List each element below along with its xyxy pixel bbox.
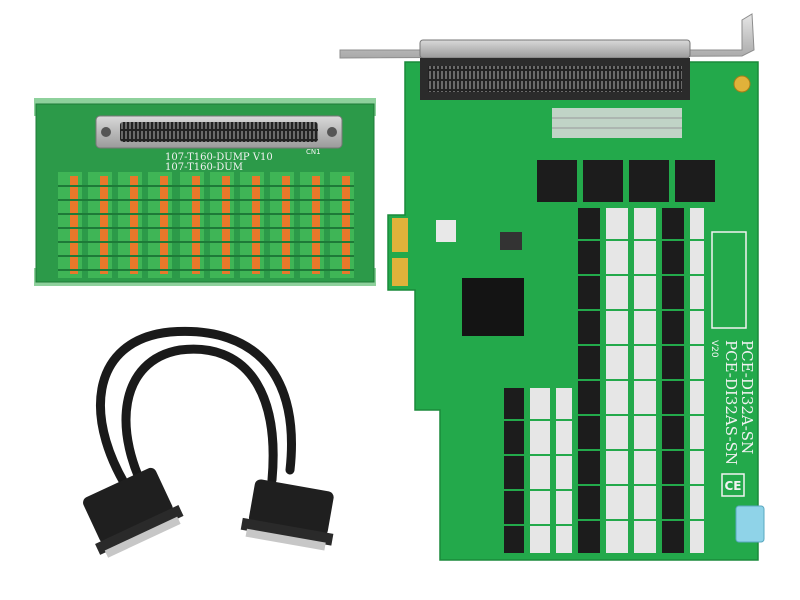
board-model-line-2: 107-T160-DUM: [165, 162, 243, 173]
small-chip: [500, 232, 522, 250]
pcie-bracket: [339, 13, 755, 59]
ic-chip: [675, 160, 715, 202]
svg-text:CE: CE: [724, 479, 741, 493]
ce-mark-icon: CE: [721, 473, 745, 497]
resistor-array: [552, 108, 682, 138]
label-box: [711, 231, 747, 329]
card-model-line-2: PCE-DI32AS-SN: [722, 340, 740, 465]
component-separators: [504, 239, 704, 526]
dip-switch: [735, 505, 765, 543]
card-version: V20: [709, 340, 719, 358]
ic-chip: [629, 160, 669, 202]
screw: [327, 127, 337, 137]
ic-chip: [583, 160, 623, 202]
cable-connector-right: [240, 479, 334, 551]
pcie-card: PCE-DI32A-SN PCE-DI32AS-SN V20 CE: [339, 13, 765, 561]
terminal-levers: [70, 176, 350, 274]
small-component: [436, 220, 456, 242]
cable-connector-left: [83, 467, 184, 558]
connector-label: CN1: [306, 148, 321, 156]
scsi-cable: [83, 326, 334, 558]
screw: [101, 127, 111, 137]
bracket-connector-shell: [419, 39, 691, 59]
ic-chip: [537, 160, 577, 202]
fpga-chip: [462, 278, 524, 336]
mount-hole: [733, 75, 751, 93]
terminal-board: CN1 107-T160-DUMP V10 107-T160-DUM: [34, 98, 376, 286]
pcie-gold-fingers-2: [392, 258, 408, 286]
card-model-line-1: PCE-DI32A-SN: [738, 340, 756, 454]
terminal-slots: [58, 185, 354, 271]
pcie-gold-fingers-1: [392, 218, 408, 252]
board-model-line-1: 107-T160-DUMP V10: [165, 152, 273, 163]
terminal-scsi-pins: [120, 122, 318, 142]
scsi-connector-icon: [420, 58, 690, 100]
